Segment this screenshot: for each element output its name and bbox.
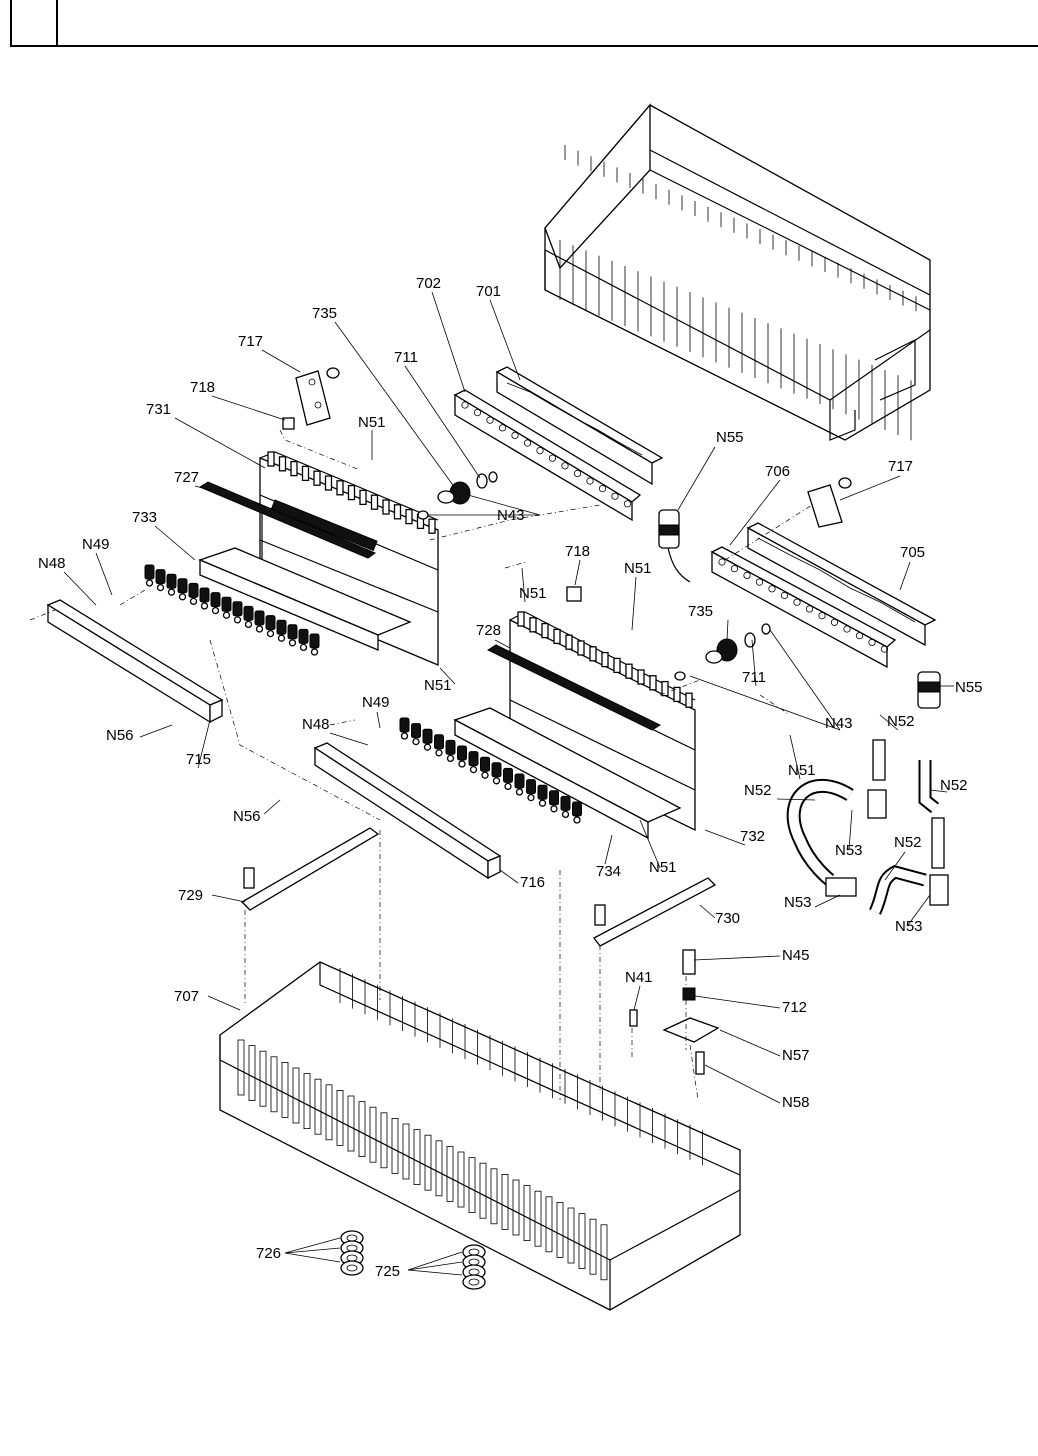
part-718-block-right bbox=[567, 587, 581, 601]
callout-N53: N53 bbox=[835, 842, 863, 859]
callout-729: 729 bbox=[178, 887, 203, 904]
callout-N51: N51 bbox=[788, 762, 816, 779]
callout-N57: N57 bbox=[782, 1047, 810, 1064]
callout-711: 711 bbox=[742, 669, 766, 686]
callout-N51: N51 bbox=[519, 585, 547, 602]
callout-N53: N53 bbox=[784, 894, 812, 911]
callout-712: 712 bbox=[782, 999, 807, 1016]
callout-733: 733 bbox=[132, 509, 157, 526]
callout-715: 715 bbox=[186, 751, 211, 768]
callout-707: 707 bbox=[174, 988, 199, 1005]
callout-718: 718 bbox=[565, 543, 590, 560]
callout-732: 732 bbox=[740, 828, 765, 845]
callout-725: 725 bbox=[375, 1263, 400, 1280]
callout-735: 735 bbox=[312, 305, 337, 322]
assembled-action-frame bbox=[545, 105, 1038, 440]
callout-N49: N49 bbox=[82, 536, 110, 553]
callout-N48: N48 bbox=[38, 555, 66, 572]
callout-716: 716 bbox=[520, 874, 545, 891]
callout-N51: N51 bbox=[649, 859, 677, 876]
part-717-bracket-right bbox=[808, 478, 851, 527]
callout-N43: N43 bbox=[497, 507, 525, 524]
tubing-N52-N53 bbox=[794, 682, 948, 912]
part-N55-damper-upper bbox=[659, 510, 690, 582]
callout-N51: N51 bbox=[358, 414, 386, 431]
part-729-bracket bbox=[242, 828, 378, 910]
callout-N52: N52 bbox=[940, 777, 968, 794]
callout-706: 706 bbox=[765, 463, 790, 480]
callout-728: 728 bbox=[476, 622, 501, 639]
callout-735: 735 bbox=[688, 603, 713, 620]
callout-711: 711 bbox=[394, 349, 418, 366]
callout-N55: N55 bbox=[955, 679, 983, 696]
callout-N43: N43 bbox=[825, 715, 853, 732]
parts-726-washers bbox=[341, 1231, 363, 1275]
callout-727: 727 bbox=[174, 469, 199, 486]
callout-N52: N52 bbox=[887, 713, 915, 730]
callout-702: 702 bbox=[416, 275, 441, 292]
callout-N56: N56 bbox=[233, 808, 261, 825]
callout-N45: N45 bbox=[782, 947, 810, 964]
part-735-pulley-left bbox=[418, 472, 497, 519]
callout-N55: N55 bbox=[716, 429, 744, 446]
header-rule bbox=[58, 45, 1038, 47]
parts-725-washers bbox=[463, 1245, 485, 1289]
callout-730: 730 bbox=[715, 910, 740, 927]
callout-701: 701 bbox=[476, 283, 501, 300]
callout-N48: N48 bbox=[302, 716, 330, 733]
callout-N49: N49 bbox=[362, 694, 390, 711]
part-715-plate bbox=[48, 600, 222, 722]
callout-717: 717 bbox=[888, 458, 913, 475]
callout-N58: N58 bbox=[782, 1094, 810, 1111]
callout-705: 705 bbox=[900, 544, 925, 561]
part-730-bracket bbox=[594, 878, 715, 946]
callout-734: 734 bbox=[596, 863, 621, 880]
callout-N51: N51 bbox=[624, 560, 652, 577]
callout-N53: N53 bbox=[895, 918, 923, 935]
callout-718: 718 bbox=[190, 379, 215, 396]
callout-717: 717 bbox=[238, 333, 263, 350]
callout-N56: N56 bbox=[106, 727, 134, 744]
callout-N52: N52 bbox=[894, 834, 922, 851]
callout-N52: N52 bbox=[744, 782, 772, 799]
page-number-box bbox=[10, 0, 58, 47]
callout-N41: N41 bbox=[625, 969, 653, 986]
callout-N51: N51 bbox=[424, 677, 452, 694]
part-N55-damper-right bbox=[918, 672, 940, 708]
callout-731: 731 bbox=[146, 401, 171, 418]
part-717-bracket-left bbox=[296, 368, 339, 425]
callout-726: 726 bbox=[256, 1245, 281, 1262]
